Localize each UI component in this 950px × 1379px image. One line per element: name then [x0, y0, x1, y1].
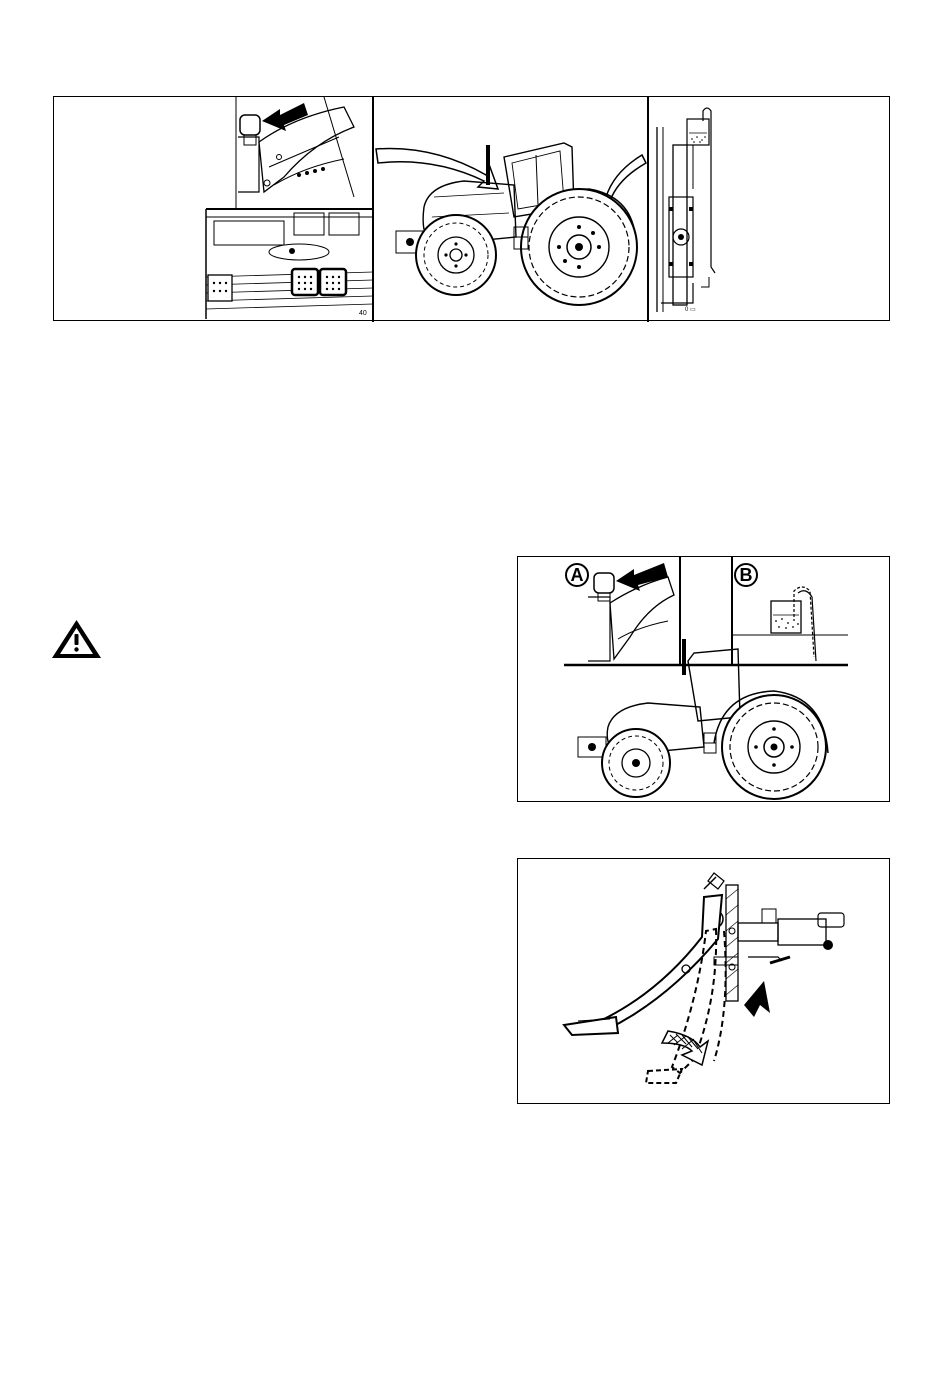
label-a: A	[571, 565, 584, 585]
tractor-illustration	[374, 97, 647, 319]
top-figure-strip: 40	[53, 96, 890, 321]
adjust-arrow-icon	[744, 981, 770, 1017]
label-b: B	[740, 565, 753, 585]
gauge-illustration: 0 ▭	[649, 97, 888, 319]
reservoir-pedal-panel: 40	[54, 97, 373, 319]
pedal-illustration	[518, 859, 888, 1102]
svg-text:0 ▭: 0 ▭	[685, 307, 696, 313]
rear-wheel	[521, 189, 637, 305]
figure-ab: A B	[517, 556, 890, 802]
reservoir-gauge-panel: 0 ▭	[649, 97, 888, 319]
rear-wheel-ab	[722, 695, 826, 799]
reservoir-pedal-illustration: 40	[54, 97, 373, 319]
small-mark: 40	[359, 310, 367, 317]
warning-triangle-icon	[51, 619, 102, 659]
tractor-side-panel	[374, 97, 647, 319]
front-wheel-ab	[602, 729, 670, 797]
figure-pedal	[517, 858, 890, 1104]
figure-ab-illustration: A B	[518, 557, 888, 800]
arrow-icon	[616, 563, 668, 591]
motion-arrow-icon	[662, 1031, 708, 1065]
front-wheel	[416, 215, 496, 295]
